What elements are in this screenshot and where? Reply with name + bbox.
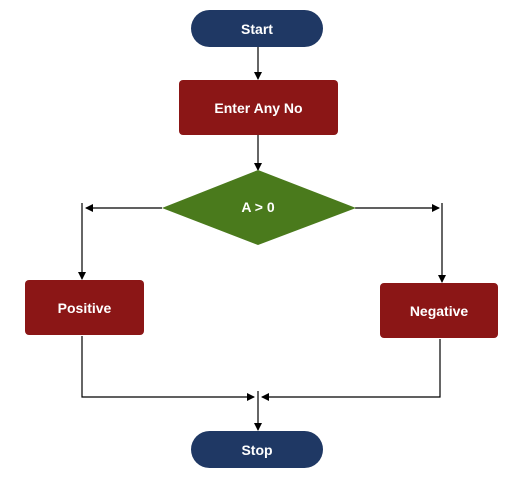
start-node: Start	[191, 10, 323, 47]
arrow-negative-to-merge	[261, 339, 441, 401]
stop-label: Stop	[241, 441, 273, 458]
arrow-positive-to-merge	[81, 336, 255, 401]
input-label: Enter Any No	[214, 99, 303, 116]
start-label: Start	[241, 20, 273, 37]
stop-node: Stop	[191, 431, 323, 468]
input-node: Enter Any No	[179, 80, 338, 135]
positive-label: Positive	[57, 299, 112, 316]
negative-label: Negative	[409, 302, 469, 319]
decision-shape	[162, 170, 356, 245]
negative-node: Negative	[380, 283, 498, 338]
decision-node: A > 0	[208, 199, 308, 215]
positive-node: Positive	[25, 280, 144, 335]
decision-label: A > 0	[241, 199, 275, 215]
